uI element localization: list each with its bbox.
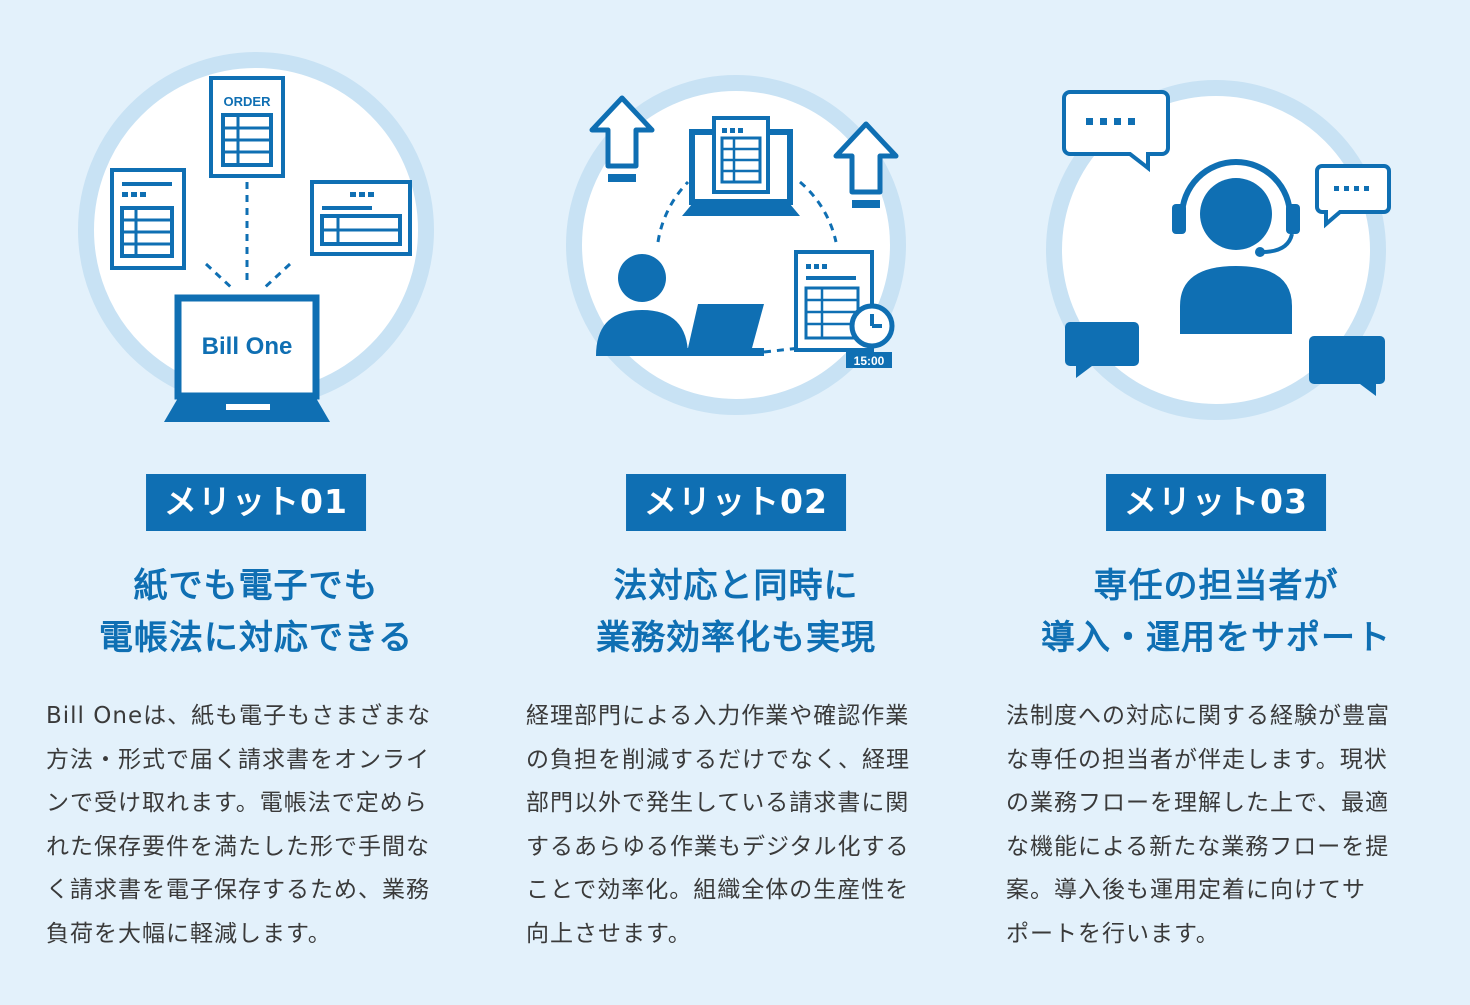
upload-arrow-icon xyxy=(589,95,655,182)
description-line: ンで受け取れます。電帳法で定めら xyxy=(46,790,428,816)
merit-03-illustration xyxy=(1026,20,1406,440)
description-line: 部門以外で発生している請求書に関 xyxy=(526,790,910,816)
description-line: 向上させます。 xyxy=(526,920,692,947)
heading-line: 紙でも電子でも xyxy=(133,566,379,606)
merit-heading: 法対応と同時に 業務効率化も実現 xyxy=(516,560,956,664)
description-line: ことで効率化。組織全体の生産性を xyxy=(526,877,910,903)
heading-line: 電帳法に対応できる xyxy=(98,618,414,658)
speech-bubble-icon xyxy=(1062,90,1170,173)
description-line: するあらゆる作業もデジタル化する xyxy=(526,833,910,860)
heading-line: 導入・運用をサポート xyxy=(1041,618,1391,658)
description-line: な専任の担当者が伴走します。現状 xyxy=(1006,746,1388,773)
speech-bubble-icon xyxy=(1065,322,1139,378)
speech-bubble-icon xyxy=(1315,164,1391,229)
bill-one-logo: Bill One xyxy=(202,333,293,360)
laptop-icon xyxy=(682,116,800,216)
description-line: 案。導入後も運用定着に向けてサ xyxy=(1006,877,1366,903)
heading-line: 専任の担当者が xyxy=(1093,566,1339,606)
description-line: ポートを行います。 xyxy=(1006,920,1220,947)
invoice-document-icon xyxy=(110,168,186,270)
person-icon xyxy=(596,254,764,356)
merit-heading: 紙でも電子でも 電帳法に対応できる xyxy=(36,560,476,664)
merit-02-illustration: 15:00 xyxy=(546,20,926,440)
merit-badge: メリット02 xyxy=(626,474,846,531)
description-line: の負担を削減するだけでなく、経理 xyxy=(526,746,910,773)
merit-card-03: メリット03 専任の担当者が 導入・運用をサポート 法制度への対応に関する経験が… xyxy=(996,0,1436,1005)
merit-01-illustration: ORDER xyxy=(66,20,446,440)
upload-arrow-icon xyxy=(833,121,899,208)
merit-description: 法制度への対応に関する経験が豊富 な専任の担当者が伴走します。現状 の業務フロー… xyxy=(1006,695,1436,956)
paper-and-digital-invoices-icon: ORDER xyxy=(78,52,434,422)
landscape-document-icon xyxy=(310,180,412,256)
order-label: ORDER xyxy=(224,94,272,109)
description-line: 方法・形式で届く請求書をオンライ xyxy=(46,746,430,773)
description-line: な機能による新たな業務フローを提 xyxy=(1006,833,1390,860)
speech-bubble-icon xyxy=(1309,336,1385,396)
heading-line: 法対応と同時に xyxy=(613,566,859,606)
heading-line: 業務効率化も実現 xyxy=(596,618,876,658)
merit-description: 経理部門による入力作業や確認作業 の負担を削減するだけでなく、経理 部門以外で発… xyxy=(526,695,956,956)
merit-badge: メリット01 xyxy=(146,474,366,531)
merit-badge: メリット03 xyxy=(1106,474,1326,531)
description-line: 負荷を大幅に軽減します。 xyxy=(46,920,332,947)
description-line: れた保存要件を満たした形で手間な xyxy=(46,833,430,860)
laptop-icon: Bill One xyxy=(164,294,330,422)
merit-description: Bill Oneは、紙も電子もさまざまな 方法・形式で届く請求書をオンライ ンで… xyxy=(46,695,476,956)
description-line: 法制度への対応に関する経験が豊富 xyxy=(1006,703,1390,729)
merit-card-01: ORDER xyxy=(36,0,476,1005)
merit-heading: 専任の担当者が 導入・運用をサポート xyxy=(996,560,1436,664)
description-line: Bill Oneは、紙も電子もさまざまな xyxy=(46,703,432,729)
support-operator-icon xyxy=(1046,80,1391,420)
efficiency-workflow-icon: 15:00 xyxy=(566,75,906,415)
description-line: く請求書を電子保存するため、業務 xyxy=(46,877,430,903)
headset-operator-icon xyxy=(1172,159,1300,334)
merit-card-02: 15:00 メリット02 法対応と同時に 業務効率化も実現 経理部門による入力作… xyxy=(516,0,956,1005)
clock-time-label: 15:00 xyxy=(854,354,885,368)
description-line: 経理部門による入力作業や確認作業 xyxy=(526,703,910,729)
document-clock-icon: 15:00 xyxy=(794,250,895,368)
order-document-icon: ORDER xyxy=(209,76,285,178)
description-line: の業務フローを理解した上で、最適 xyxy=(1006,790,1390,816)
